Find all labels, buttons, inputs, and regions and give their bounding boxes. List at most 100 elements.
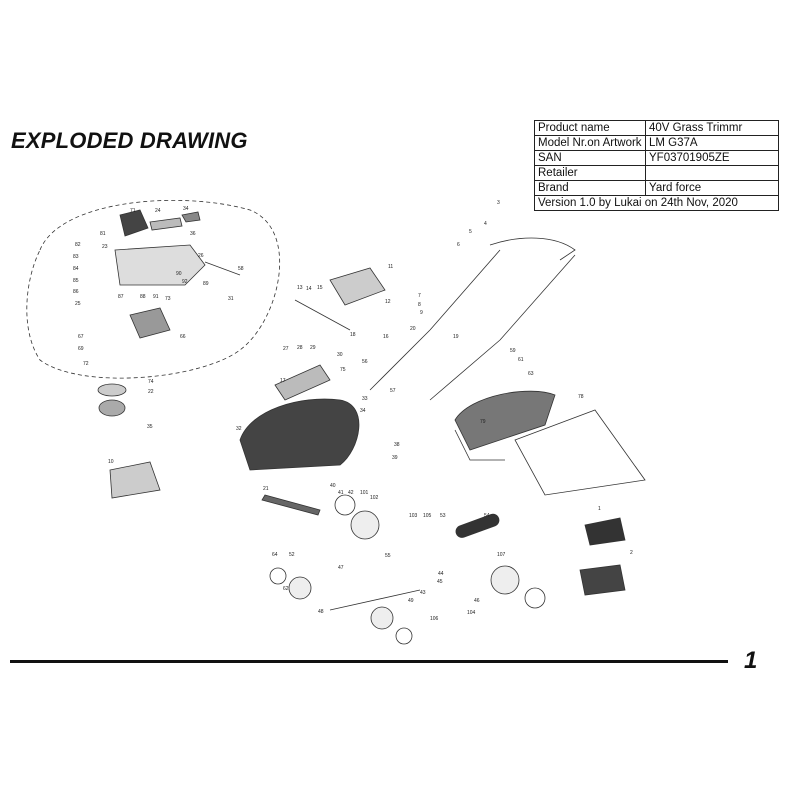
part-number-label: 2 xyxy=(630,550,633,556)
part-number-label: 7 xyxy=(418,293,421,299)
bottom-rule xyxy=(10,660,728,663)
part-number-label: 3 xyxy=(497,200,500,206)
part-number-label: 84 xyxy=(73,266,79,272)
bag-frame xyxy=(454,429,505,461)
part-number-label: 8 xyxy=(418,302,421,308)
handle-cover xyxy=(149,217,183,231)
part-number-label: 48 xyxy=(318,609,324,615)
part-number-label: 35 xyxy=(147,424,153,430)
part-number-label: 105 xyxy=(423,513,432,519)
wheel xyxy=(334,494,356,516)
part-number-label: 41 xyxy=(338,490,344,496)
part-number-label: 10 xyxy=(108,459,114,465)
mower-deck xyxy=(239,398,360,471)
part-number-label: 11 xyxy=(388,264,393,270)
part-number-label: 56 xyxy=(362,359,368,365)
version-note: Version 1.0 by Lukai on 24th Nov, 2020 xyxy=(534,195,779,211)
wheel xyxy=(490,565,520,595)
motor-cover-group-outline xyxy=(26,199,280,379)
upper-handle xyxy=(429,237,576,341)
part-number-label: 42 xyxy=(348,490,354,496)
grass-bag xyxy=(514,409,646,496)
handle-mount xyxy=(294,299,351,331)
part-number-label: 71 xyxy=(130,208,136,214)
part-number-label: 62 xyxy=(283,586,289,592)
part-number-label: 66 xyxy=(180,334,186,340)
spec-label: SAN xyxy=(534,150,646,166)
part-number-label: 52 xyxy=(289,552,295,558)
part-number-label: 81 xyxy=(100,231,106,237)
wheel xyxy=(370,606,394,630)
part-number-label: 72 xyxy=(83,361,89,367)
part-number-label: 79 xyxy=(480,419,486,425)
part-number-label: 9 xyxy=(420,310,423,316)
part-number-label: 36 xyxy=(190,231,196,237)
charger xyxy=(584,517,626,546)
part-number-label: 17 xyxy=(280,378,286,384)
part-number-label: 67 xyxy=(78,334,84,340)
cable-clip xyxy=(181,211,201,223)
page-title: EXPLODED DRAWING xyxy=(11,128,248,153)
rod xyxy=(204,261,241,276)
part-number-label: 86 xyxy=(73,289,79,295)
part-number-label: 58 xyxy=(238,266,244,272)
part-number-label: 74 xyxy=(148,379,154,385)
part-number-label: 85 xyxy=(73,278,79,284)
spec-label: Retailer xyxy=(534,165,646,181)
part-number-label: 53 xyxy=(440,513,446,519)
part-number-label: 28 xyxy=(297,345,303,351)
rear-axle xyxy=(329,589,421,611)
mulching-plug xyxy=(455,513,500,538)
motor-cover xyxy=(114,244,206,286)
part-number-label: 47 xyxy=(338,565,344,571)
lower-handle xyxy=(369,329,501,401)
part-number-label: 22 xyxy=(148,389,154,395)
part-number-label: 55 xyxy=(385,553,391,559)
part-number-label: 106 xyxy=(430,616,439,622)
part-number-label: 18 xyxy=(350,332,356,338)
part-number-label: 4 xyxy=(484,221,487,227)
wheel xyxy=(395,627,413,645)
part-number-label: 21 xyxy=(263,486,269,492)
part-number-label: 45 xyxy=(437,579,443,585)
part-number-label: 64 xyxy=(272,552,278,558)
blade xyxy=(261,494,321,516)
rear-flap xyxy=(109,461,161,499)
part-number-label: 54 xyxy=(484,513,490,519)
spec-value: Yard force xyxy=(645,180,779,196)
spec-value: LM G37A xyxy=(645,135,779,151)
part-number-label: 6 xyxy=(457,242,460,248)
part-number-label: 38 xyxy=(394,442,400,448)
part-number-label: 43 xyxy=(420,590,426,596)
battery xyxy=(579,564,626,596)
part-number-label: 33 xyxy=(362,396,368,402)
part-number-label: 107 xyxy=(497,552,506,558)
part-number-label: 32 xyxy=(236,426,242,432)
part-number-label: 83 xyxy=(73,254,79,260)
part-number-label: 19 xyxy=(453,334,459,340)
part-number-label: 69 xyxy=(78,346,84,352)
part-number-label: 87 xyxy=(118,294,124,300)
page-number: 1 xyxy=(744,647,758,674)
part-number-label: 73 xyxy=(165,296,171,302)
wheel xyxy=(524,587,546,609)
grass-bag-top xyxy=(454,390,556,451)
part-number-label: 91 xyxy=(153,294,159,300)
motor xyxy=(98,399,126,417)
part-number-label: 104 xyxy=(467,610,476,616)
part-number-label: 24 xyxy=(155,208,161,214)
part-number-label: 40 xyxy=(330,483,336,489)
part-number-label: 12 xyxy=(385,299,391,305)
part-number-label: 23 xyxy=(102,244,108,250)
part-number-label: 75 xyxy=(340,367,346,373)
part-number-label: 46 xyxy=(474,598,480,604)
part-number-label: 26 xyxy=(198,253,204,259)
part-number-label: 39 xyxy=(392,455,398,461)
part-number-label: 61 xyxy=(518,357,524,363)
wheel xyxy=(350,510,380,540)
part-number-label: 34 xyxy=(360,408,366,414)
